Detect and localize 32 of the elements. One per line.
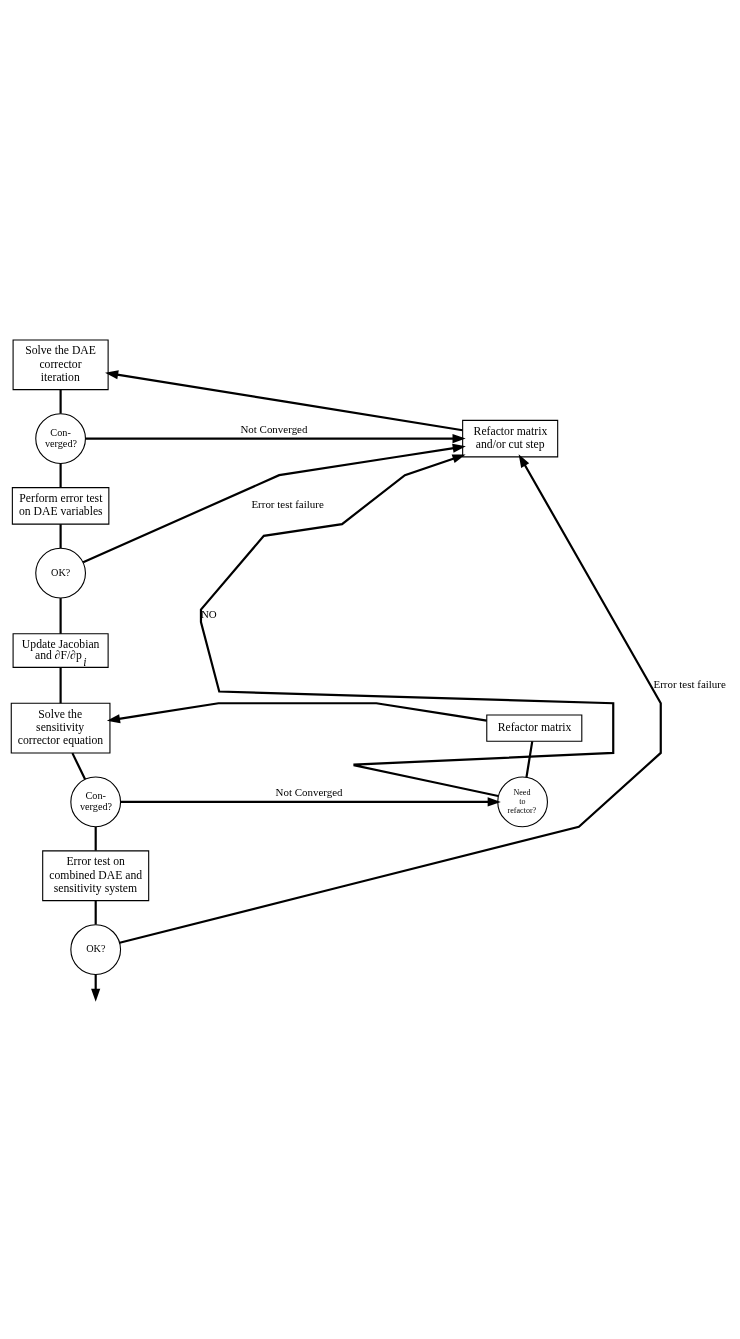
arrow: [120, 797, 501, 807]
connector: [94, 826, 97, 851]
connector: [59, 667, 62, 704]
connector: [94, 900, 97, 925]
node-circle: OK?: [70, 924, 122, 975]
connector: [525, 741, 534, 778]
edge-label: Not Converged: [275, 786, 343, 799]
connector: [59, 463, 62, 488]
node-box: Solve the DAE corrector iteration: [12, 339, 109, 391]
edge-label: Error test failure: [653, 677, 726, 690]
connector: [59, 598, 62, 634]
node-box: Refactor matrix and/or cut step: [462, 419, 559, 458]
connector: [59, 524, 62, 548]
node-box: Error test on combined DAE and sensitivity system: [42, 850, 150, 902]
arrow: [106, 702, 487, 724]
arrow: [82, 443, 466, 564]
node-circle: Con- verged?: [35, 413, 86, 464]
node-circle: Need to refactor?: [497, 776, 548, 828]
edge-label: Error test failure: [251, 498, 324, 511]
node-circle: OK?: [35, 547, 86, 599]
node-circle: Con- verged?: [70, 776, 122, 828]
arrow: [85, 434, 466, 444]
node-box: Solve the sensitivity corrector equation: [10, 702, 111, 754]
arrow: [119, 454, 662, 944]
node-box: Refactor matrix: [486, 714, 583, 742]
edge-label: Not Converged: [240, 422, 308, 435]
connector: [59, 389, 62, 414]
node-box: Perform error test on DAE variables: [11, 487, 110, 525]
connector: [71, 752, 87, 780]
arrow: [199, 454, 615, 798]
arrow: [105, 370, 463, 432]
edge-label: NO: [200, 608, 217, 621]
